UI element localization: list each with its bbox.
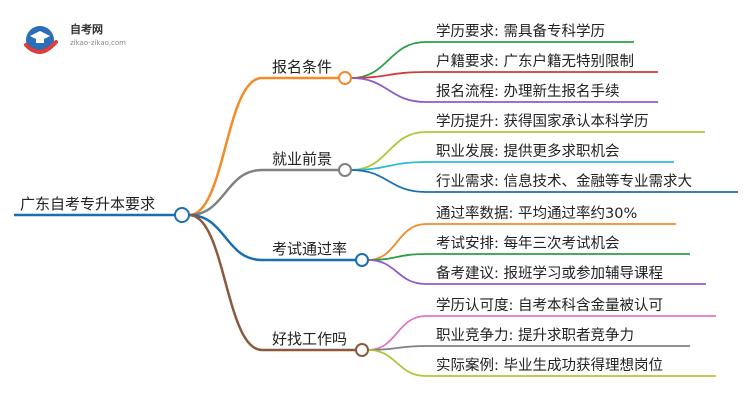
branch-edge (188, 213, 263, 262)
leaf-edge (350, 169, 427, 193)
branch-collapse-toggle[interactable] (338, 163, 352, 177)
branch-collapse-toggle[interactable] (355, 253, 369, 267)
branch-label[interactable]: 报名条件 (272, 58, 332, 76)
branch-label[interactable]: 好找工作吗 (272, 330, 347, 348)
leaf-label[interactable]: 户籍要求: 广东户籍无特别限制 (436, 53, 634, 70)
root-collapse-toggle[interactable] (174, 207, 190, 223)
root-node-label[interactable]: 广东自考专升本要求 (20, 195, 155, 213)
leaf-edge (350, 131, 427, 171)
branch-label[interactable]: 考试通过率 (272, 240, 347, 258)
leaf-edge (367, 315, 427, 351)
branch-collapse-toggle[interactable] (338, 71, 352, 85)
leaf-edge (350, 71, 427, 79)
leaf-label[interactable]: 实际案例: 毕业生成功获得理想岗位 (436, 356, 663, 374)
leaf-label[interactable]: 备考建议: 报班学习或参加辅导课程 (436, 265, 663, 282)
leaf-edge (367, 259, 427, 285)
branch-edge (188, 76, 263, 217)
leaf-edge (350, 77, 427, 103)
leaf-label[interactable]: 行业需求: 信息技术、金融等专业需求大 (436, 172, 692, 190)
branch-collapse-toggle[interactable] (355, 343, 369, 357)
leaf-edge (367, 349, 427, 377)
leaf-label[interactable]: 报名流程: 办理新生报名手续 (436, 83, 620, 100)
logo-url: zikao-zikao.com (70, 39, 126, 47)
graduation-cap-icon (24, 26, 58, 54)
site-logo[interactable]: 自考网 zikao-zikao.com (24, 22, 126, 54)
mindmap-nodes (174, 71, 369, 357)
leaf-edge (367, 253, 427, 261)
logo-title: 自考网 (70, 22, 103, 36)
leaf-label[interactable]: 通过率数据: 平均通过率约30% (436, 205, 637, 222)
branch-label[interactable]: 就业前景 (272, 150, 332, 168)
leaf-label[interactable]: 职业发展: 提供更多求职机会 (436, 143, 620, 160)
leaf-label[interactable]: 职业竞争力: 提升求职者竞争力 (436, 326, 634, 344)
leaf-edge (350, 41, 427, 79)
leaf-label[interactable]: 学历要求: 需具备专科学历 (436, 23, 605, 40)
leaf-label[interactable]: 学历提升: 获得国家承认本科学历 (436, 113, 649, 130)
branch-edge (188, 213, 263, 352)
branch-edge (188, 168, 263, 217)
leaf-edge (350, 161, 427, 171)
leaf-label[interactable]: 学历认可度: 自考本科含金量被认可 (436, 297, 663, 314)
mindmap-edges (14, 41, 738, 377)
leaf-label[interactable]: 考试安排: 每年三次考试机会 (436, 235, 620, 252)
